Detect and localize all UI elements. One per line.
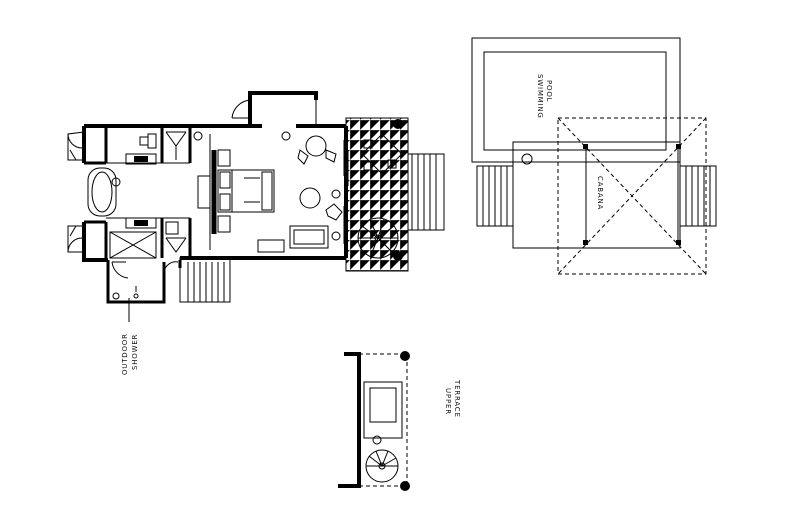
spiral-staircase <box>357 217 399 259</box>
bath-light <box>111 177 121 187</box>
upper-light <box>372 435 382 445</box>
nightstand-top <box>217 149 231 167</box>
vanity-bottom <box>125 217 157 229</box>
cabana-stairs-right <box>679 165 717 227</box>
pool-cabana: SWIMMING POOL CABANA <box>471 37 717 275</box>
daybed <box>289 225 329 249</box>
bistro-chair-2 <box>325 149 337 163</box>
tv-cabinet <box>197 175 211 209</box>
interior-wall <box>84 126 192 260</box>
coffee-table <box>299 187 321 209</box>
upper-terrace-label: UPPER TERRACE <box>444 379 461 418</box>
swimming-pool-label: SWIMMING POOL <box>536 74 553 122</box>
room-light <box>281 131 291 141</box>
toilet-bottom <box>165 221 179 235</box>
cabana-post-3 <box>583 240 588 245</box>
upper-spiral-staircase <box>365 449 399 483</box>
exterior-wall <box>82 124 348 262</box>
outdoor-shower-label: OUTDOOR SHOWER <box>121 330 139 375</box>
desk <box>257 239 285 253</box>
upper-post-bottom <box>400 481 410 491</box>
terrace-post-bottom <box>393 251 403 261</box>
cabana-stairs-left <box>476 165 514 227</box>
bath-door-left-top <box>67 131 85 161</box>
upper-terrace: UPPER TERRACE <box>338 351 461 491</box>
terrace-chair-2 <box>387 159 397 169</box>
lamp <box>331 231 341 241</box>
gate-swing <box>163 261 179 273</box>
bathtub-basin <box>91 171 113 213</box>
upper-post-top <box>400 351 410 361</box>
bath-door-left-bottom <box>67 225 84 253</box>
terrace-stairs <box>407 153 445 231</box>
bathtub <box>87 167 117 217</box>
sun-lounger-cushion <box>369 387 397 423</box>
outdoor-shower-drain <box>133 293 139 299</box>
shower-cross <box>109 231 157 259</box>
cabana-roof-outline <box>557 117 707 275</box>
outdoor-shower-door <box>111 261 129 279</box>
cabana-post-2 <box>676 144 681 149</box>
cabana-post-4 <box>676 240 681 245</box>
entry-alcove-wall <box>248 91 318 126</box>
armchair <box>325 203 343 221</box>
sliding-door <box>343 140 349 244</box>
vanity-sink-top <box>134 156 148 162</box>
side-table <box>331 189 341 199</box>
nightstand-bottom <box>217 215 231 233</box>
closet-door-bottom <box>165 237 187 253</box>
main-villa <box>67 91 445 304</box>
vanity-top <box>125 153 157 165</box>
cabana-label: CABANA <box>596 176 604 210</box>
shower-enclosure <box>109 231 157 259</box>
side-stairs <box>179 257 231 303</box>
terrace-chair-3 <box>363 161 373 171</box>
outdoor-shower-head <box>112 292 120 300</box>
bistro-table <box>305 135 327 157</box>
swimming-pool <box>483 51 667 151</box>
closet-light <box>193 131 203 141</box>
closet-door-top <box>165 131 187 160</box>
terrace-post-top <box>393 119 403 129</box>
cabana-post-1 <box>583 144 588 149</box>
pool-deck <box>471 37 681 163</box>
bistro-chair-1 <box>297 149 309 165</box>
terrace-chair-1 <box>363 139 373 149</box>
terrace-floor <box>345 117 409 272</box>
outdoor-shower-callout: OUTDOOR SHOWER <box>121 298 139 375</box>
cabana-light <box>521 153 533 165</box>
cabana-roof-ridges <box>557 117 707 275</box>
daybed-cushion <box>293 229 325 245</box>
upper-terrace-wall <box>338 352 361 488</box>
sun-lounger <box>363 381 403 439</box>
bed <box>217 169 275 213</box>
vanity-sink-bottom <box>134 220 148 226</box>
entry-door-swing <box>231 99 251 119</box>
toilet-top <box>139 133 157 149</box>
bath-partition <box>106 162 190 219</box>
